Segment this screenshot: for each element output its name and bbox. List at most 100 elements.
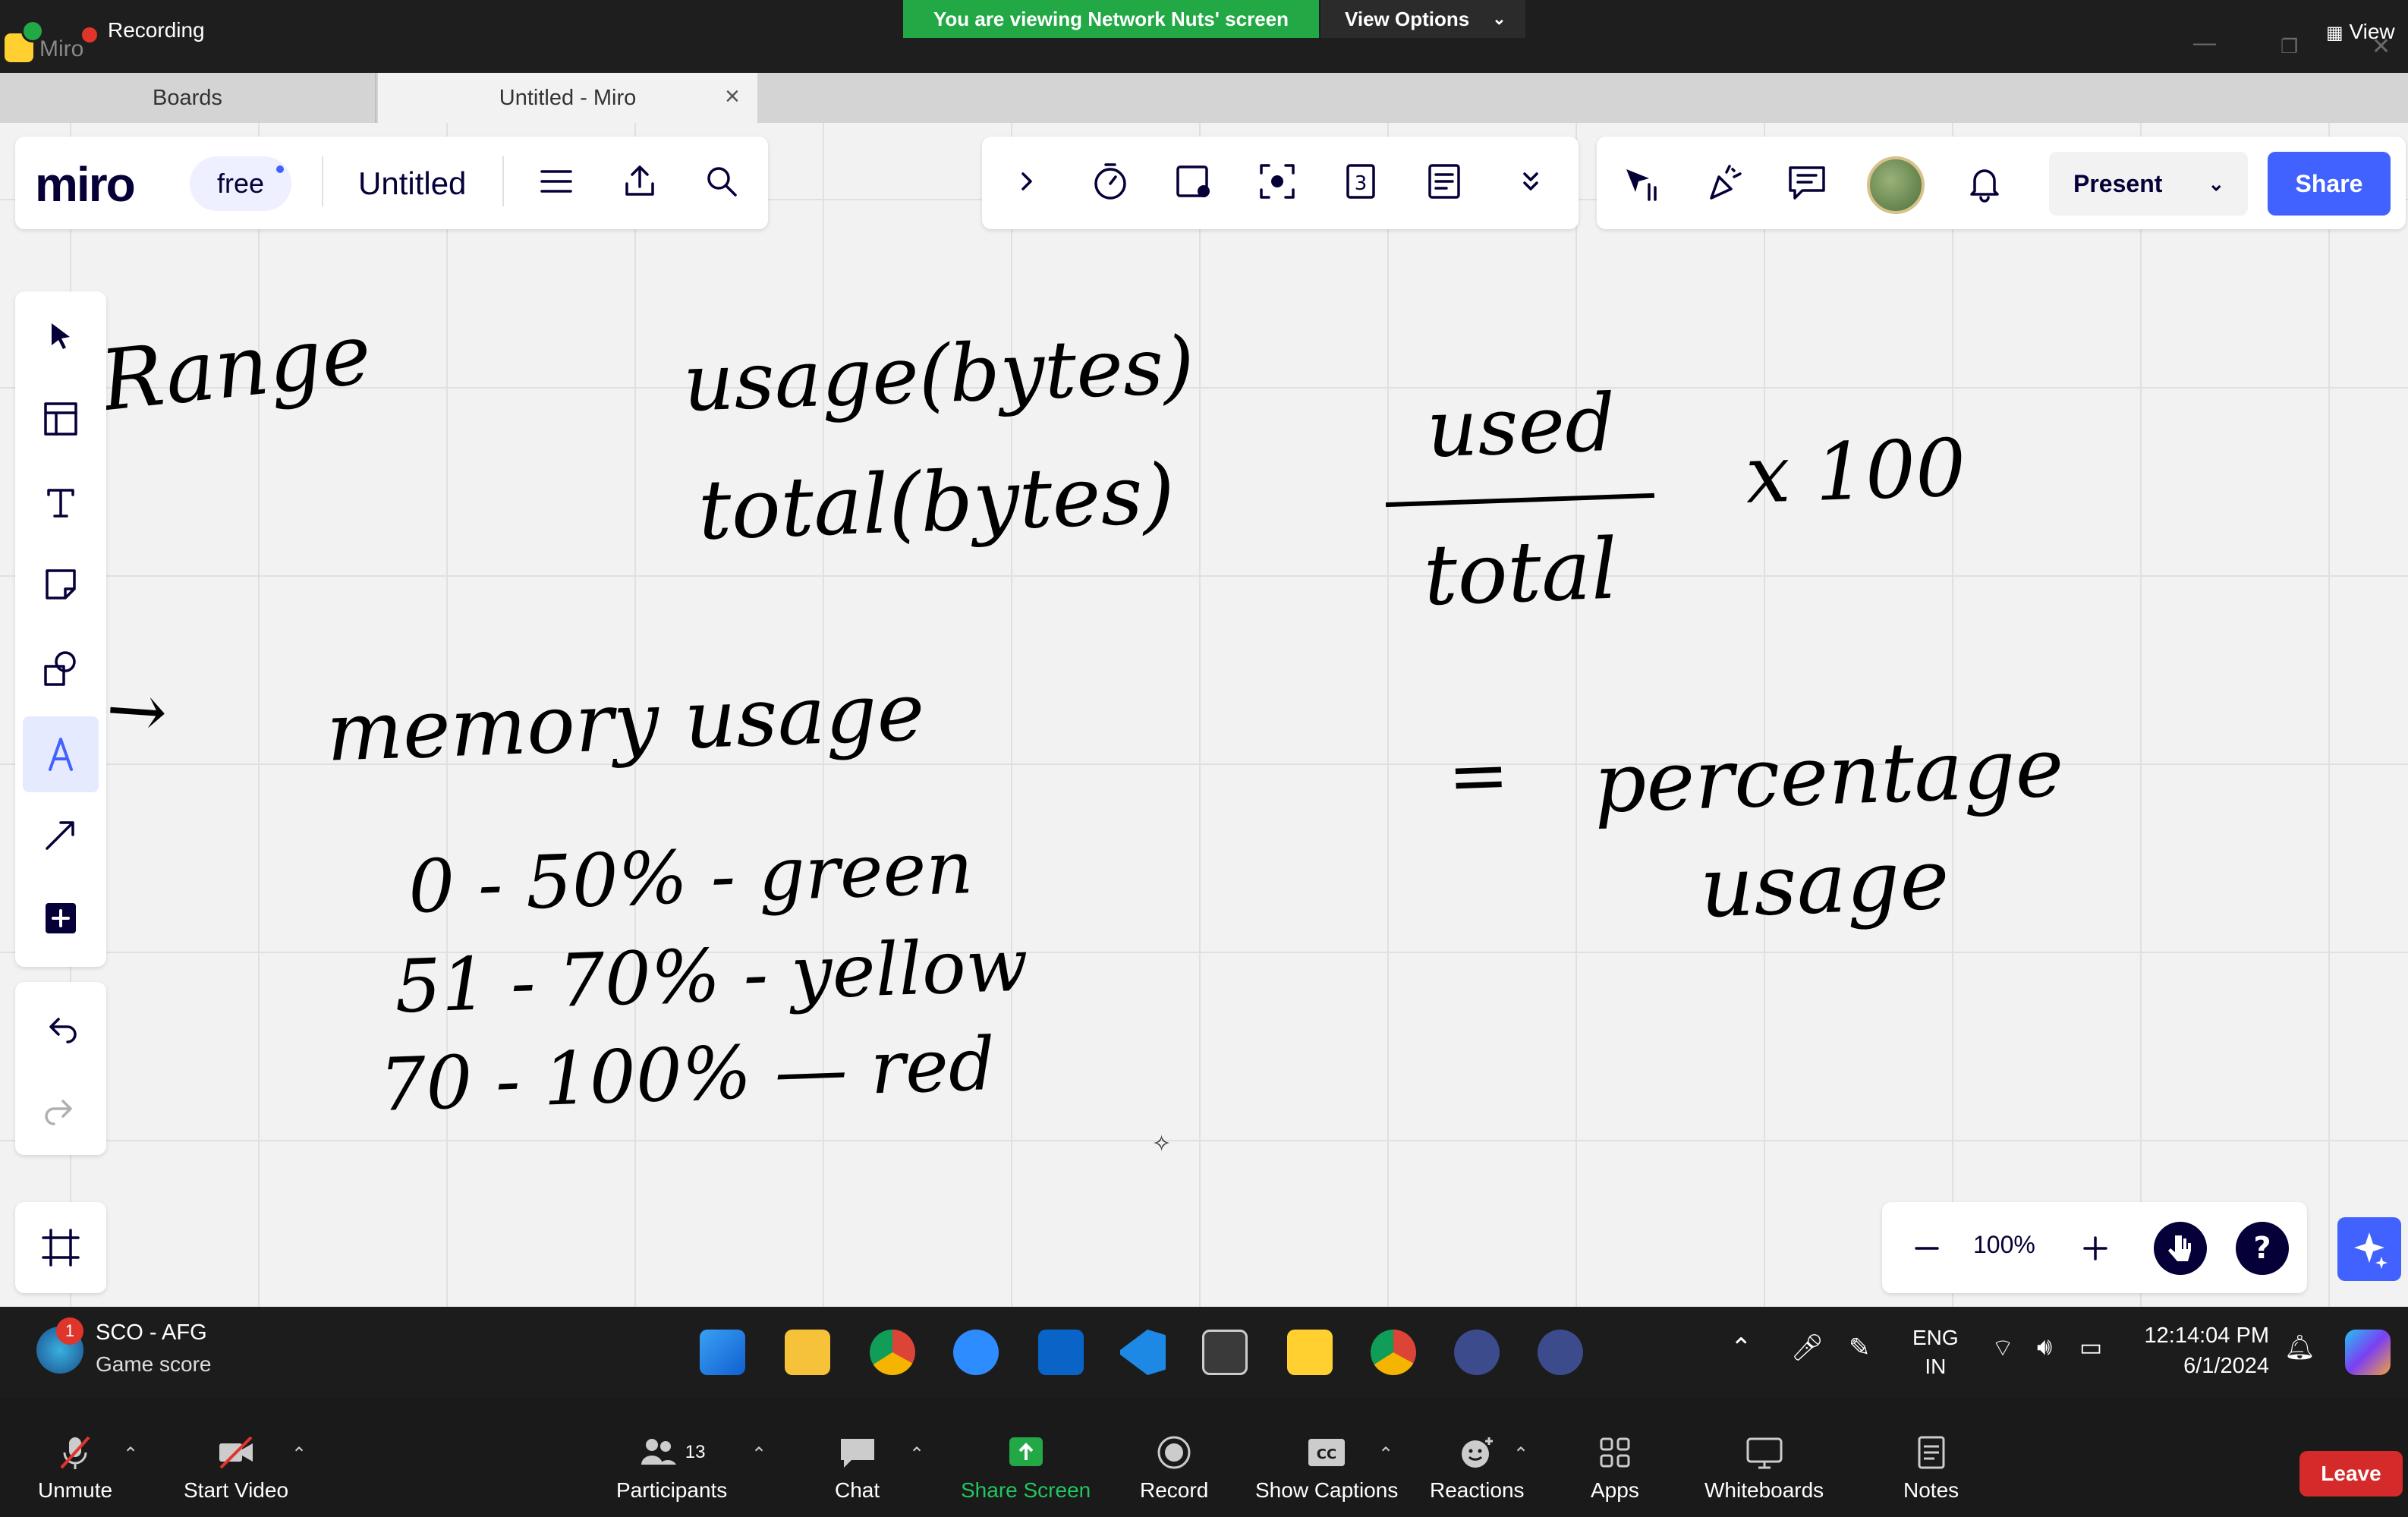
start-video-button[interactable]: Start Video [184,1434,288,1503]
reactions-button[interactable]: Reactions [1430,1434,1525,1503]
chevron-up-icon[interactable]: ⌃ [1730,1333,1752,1362]
cursor-follow-icon[interactable] [1615,156,1668,209]
handwriting-usage: usage [1698,830,1951,936]
copilot-icon[interactable] [2345,1330,2391,1375]
minimize-icon[interactable]: — [2193,30,2216,55]
help-icon[interactable]: ? [2233,1219,2292,1278]
zoom-in-icon[interactable] [2069,1222,2122,1275]
file-explorer-icon[interactable] [785,1330,830,1375]
countdown-icon[interactable]: 3 [1336,156,1386,206]
app-name: Miro [39,36,84,61]
outlook-icon[interactable] [1038,1330,1084,1375]
video-options-caret-icon[interactable]: ⌃ [291,1444,307,1465]
zoom-out-icon[interactable] [1900,1222,1953,1275]
language-indicator[interactable]: ENG IN [1912,1323,1959,1381]
battery-icon[interactable]: ▭ [2079,1333,2103,1361]
captions-caret-icon[interactable]: ⌃ [1378,1444,1394,1465]
plan-badge[interactable]: free [190,156,291,211]
notification-bell-icon[interactable]: 🔔︎ [2284,1333,2315,1361]
svg-text:3: 3 [1355,172,1368,195]
whiteboards-button[interactable]: Whiteboards [1704,1434,1824,1503]
language-code: ENG [1912,1326,1959,1349]
reactions-caret-icon[interactable]: ⌃ [1513,1444,1529,1465]
chrome-profile-icon[interactable] [1371,1330,1416,1375]
search-icon[interactable] [697,156,747,206]
notes-document-icon[interactable] [1419,156,1469,206]
chat-button[interactable]: Chat [835,1434,880,1503]
templates-icon[interactable] [30,389,91,449]
celebrate-icon[interactable] [1698,156,1752,209]
comment-icon[interactable] [1780,156,1834,209]
svg-text:?: ? [2253,1231,2271,1266]
ai-sparkle-icon[interactable] [2337,1217,2401,1281]
wifi-icon[interactable]: ⌔ [1991,1334,2015,1361]
miro-taskbar-icon[interactable] [1287,1330,1333,1375]
sticky-note-icon[interactable] [30,554,91,615]
windows-start-icon[interactable] [700,1330,745,1375]
captions-icon: CC [1308,1439,1346,1466]
select-cursor-icon[interactable] [30,307,91,367]
timer-icon[interactable] [1085,156,1135,206]
pen-icon[interactable]: ✎ [1849,1333,1871,1362]
view-options-button[interactable]: View Options ⌄ [1320,0,1525,38]
restore-icon[interactable]: ❐ [2281,35,2299,58]
whiteboard-canvas[interactable] [0,123,2408,1307]
bell-icon[interactable] [1958,156,2011,209]
audio-options-caret-icon[interactable]: ⌃ [123,1444,139,1465]
score-widget-title[interactable]: SCO - AFG [96,1320,207,1345]
pen-tool-icon[interactable] [30,724,91,785]
board-title[interactable]: Untitled [358,165,467,201]
leave-meeting-button[interactable]: Leave [2299,1451,2403,1497]
volume-icon[interactable]: 🔊︎ [2037,1333,2053,1360]
redo-icon[interactable] [30,1081,91,1141]
app-window-icon[interactable] [1538,1330,1583,1375]
frames-panel [15,1202,106,1293]
zoom-meeting-controls [0,1398,2408,1517]
chevron-right-icon[interactable] [1002,156,1052,206]
recording-label[interactable]: Recording [108,18,205,42]
grid-view-icon: ▦ [2326,23,2343,43]
share-screen-button[interactable]: Share Screen [961,1434,1091,1503]
shapes-icon[interactable] [30,637,91,698]
app-window-icon[interactable] [1454,1330,1500,1375]
hand-pan-icon[interactable] [2151,1219,2210,1278]
double-chevron-down-icon[interactable] [1506,156,1556,206]
undo-icon[interactable] [30,999,91,1059]
close-window-icon[interactable]: ✕ [2372,34,2391,59]
focus-frame-icon[interactable] [1252,156,1302,206]
miro-logo[interactable]: miro [35,157,136,212]
share-button[interactable]: Share [2268,152,2391,216]
tab-boards[interactable]: Boards [0,73,376,123]
show-captions-button[interactable]: CC Show Captions [1255,1434,1398,1503]
unmute-button[interactable]: Unmute [38,1434,112,1503]
whiteboard-icon [1746,1437,1783,1469]
zoom-level[interactable]: 100% [1973,1231,2035,1258]
text-tool-icon[interactable] [30,472,91,533]
chat-caret-icon[interactable]: ⌃ [909,1444,925,1465]
participants-button[interactable]: 13 Participants [616,1434,727,1503]
view-button[interactable]: ▦ View [2326,20,2395,44]
viewing-screen-banner: You are viewing Network Nuts' screen [903,0,1319,38]
tab-close-icon[interactable]: × [725,82,740,111]
present-button[interactable]: Present ⌄ [2049,152,2248,216]
zoom-app-icon[interactable] [953,1330,999,1375]
system-clock[interactable]: 12:14:04 PM 6/1/2024 [2125,1320,2269,1381]
tab-untitled-miro[interactable]: Untitled - Miro [378,73,757,123]
connection-line-icon[interactable] [30,804,91,865]
export-upload-icon[interactable] [615,156,665,206]
microphone-icon[interactable]: 🎤︎ [1791,1333,1824,1362]
apps-button[interactable]: Apps [1591,1434,1639,1503]
active-tool-highlight [23,716,99,792]
voting-icon[interactable] [1169,156,1219,206]
view-options-label: View Options [1345,7,1470,30]
add-more-icon[interactable] [30,888,91,949]
frames-icon[interactable] [30,1217,91,1278]
record-button[interactable]: Record [1140,1434,1208,1503]
menu-icon[interactable] [531,156,581,206]
user-avatar[interactable] [1867,156,1925,214]
snipping-tool-icon[interactable] [1202,1330,1248,1375]
chevron-down-icon[interactable]: ⌄ [2208,172,2225,195]
chrome-icon[interactable] [870,1330,915,1375]
participants-caret-icon[interactable]: ⌃ [751,1444,767,1465]
notes-button[interactable]: Notes [1903,1434,1959,1503]
